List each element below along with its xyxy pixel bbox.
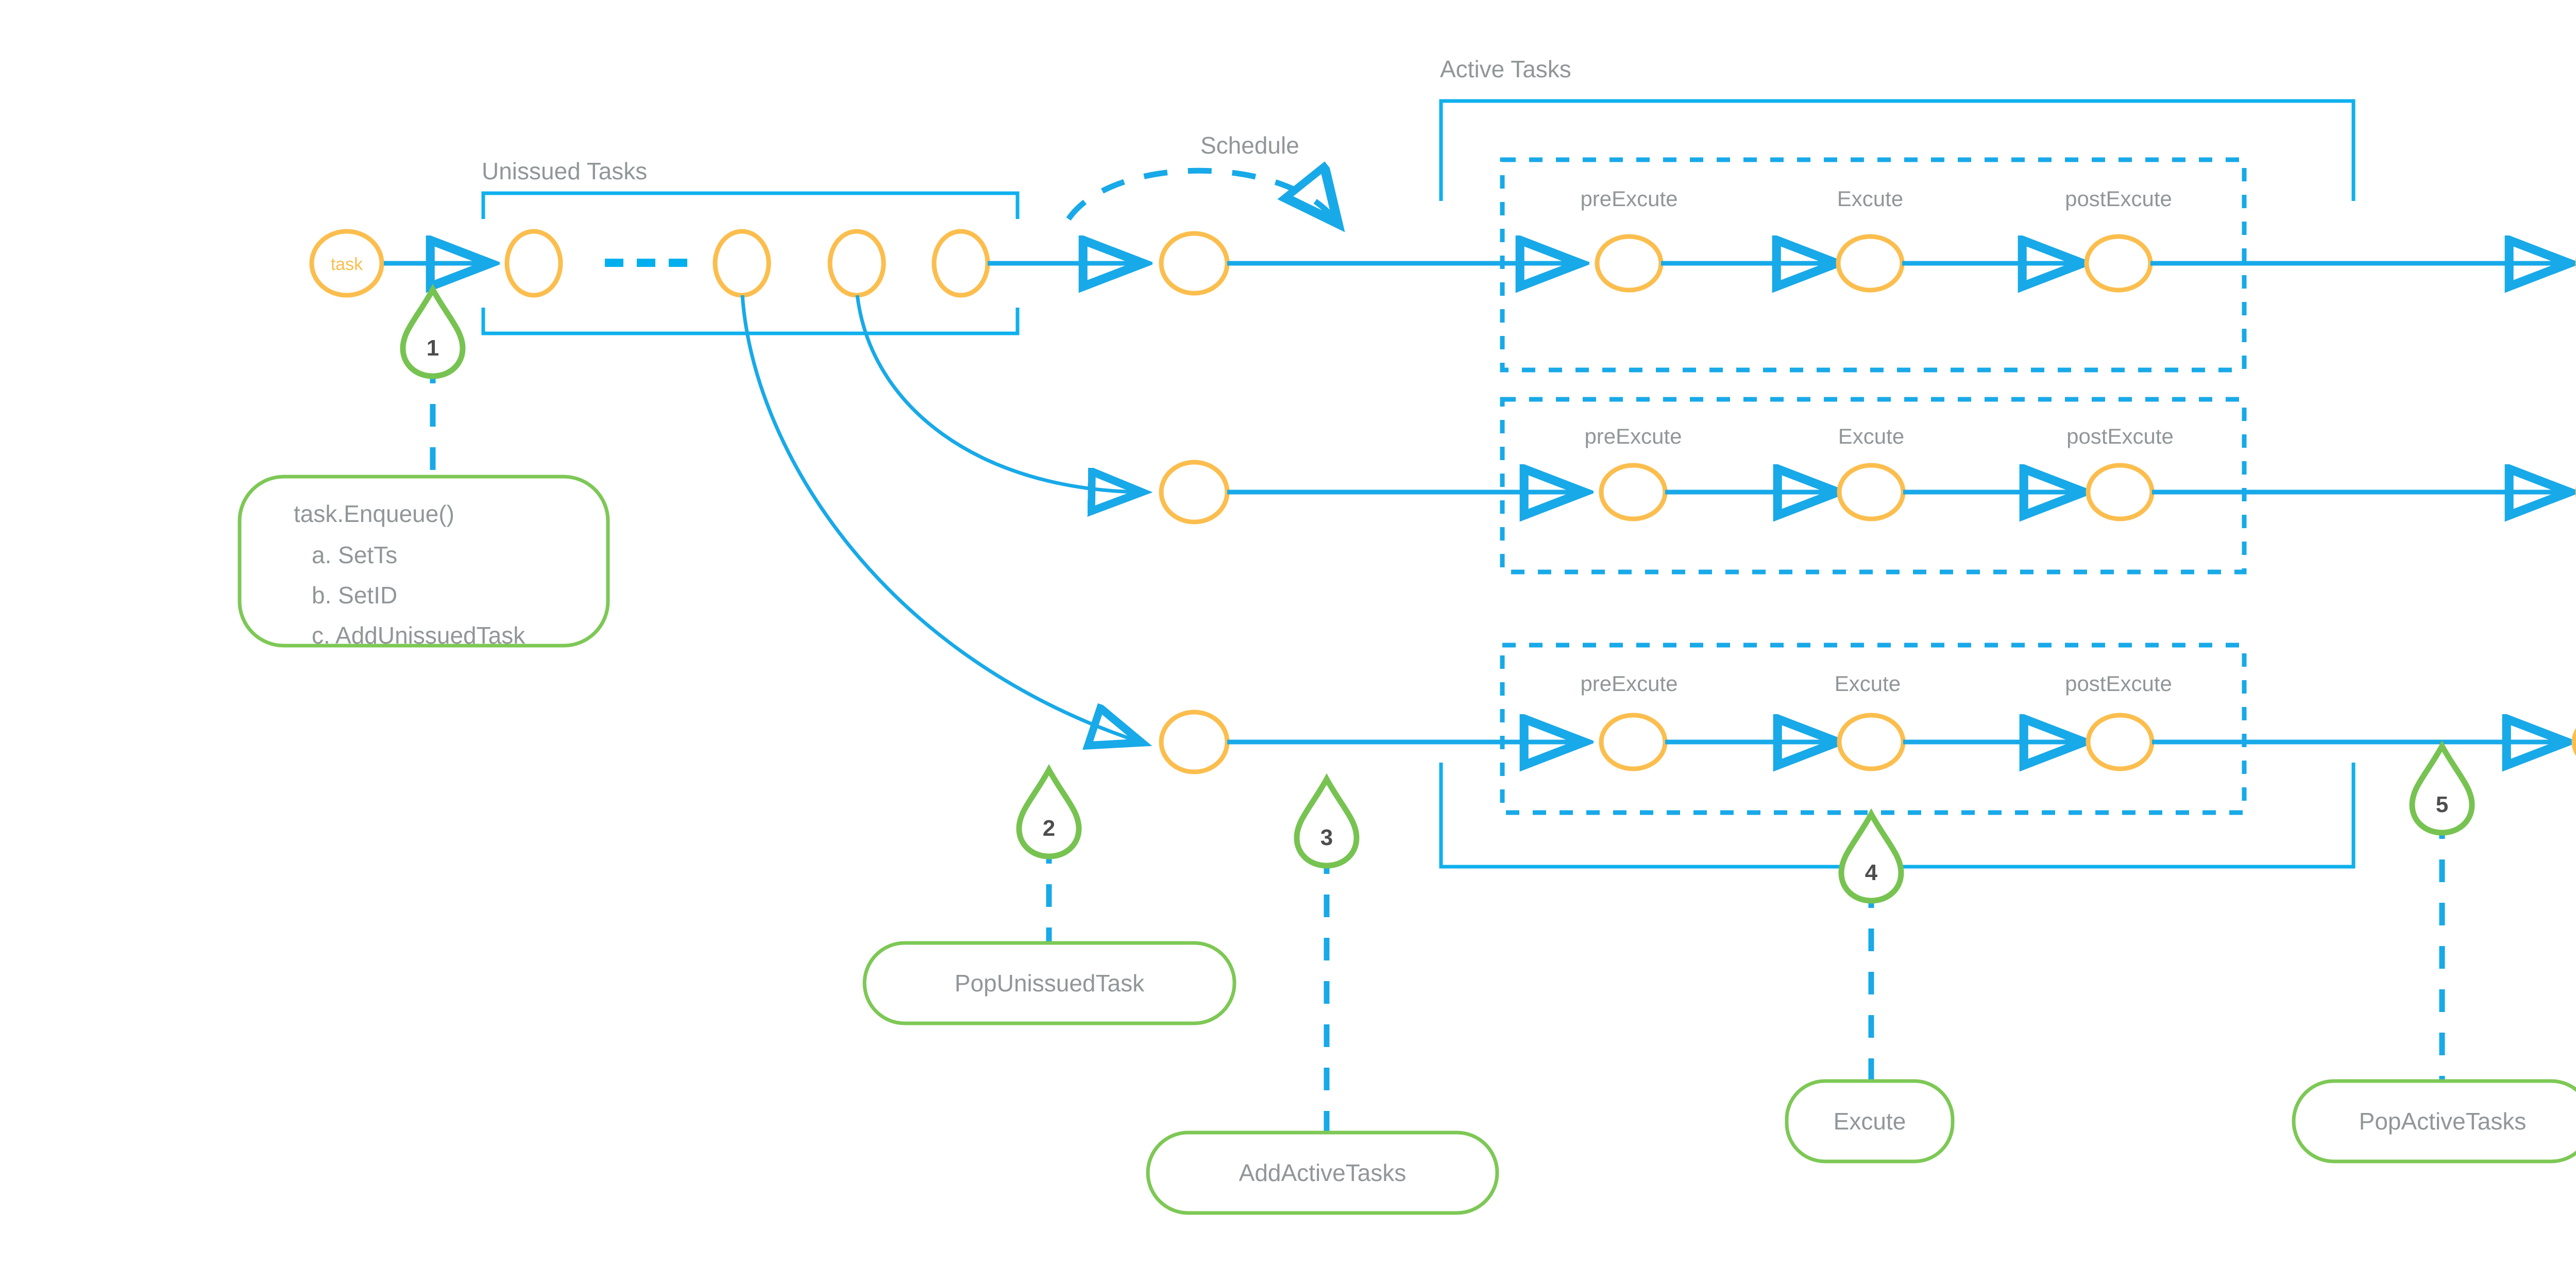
edge-queue3-to-row2-start (855, 295, 1140, 492)
unissued-queue (504, 229, 990, 298)
edge-queue2-to-row3-start (740, 295, 1140, 742)
callout-add-active-label: AddActiveTasks (1239, 1159, 1406, 1186)
marker-2-pin-icon[interactable] (1016, 764, 1082, 859)
callout-pop-active-label: PopActiveTasks (2359, 1108, 2527, 1135)
row3-node-postexcute[interactable] (2086, 713, 2155, 771)
marker-2-group: 2 (1016, 764, 1082, 947)
callout-enqueue-step-c: c. AddUnissuedTask (312, 622, 526, 649)
callout-add-active-box (1146, 1131, 1499, 1215)
row3-exit-node[interactable] (2571, 714, 2576, 770)
marker-3-number: 3 (1320, 825, 1333, 850)
marker-5-pin-icon[interactable] (2409, 740, 2475, 836)
row2-stage-label-exec: Excute (1838, 424, 1904, 448)
unissued-bracket-top (481, 191, 1020, 219)
marker-4-pin-icon[interactable] (1838, 808, 1904, 904)
row2-dashed-boundary (1500, 397, 2247, 575)
marker-5-number: 5 (2436, 792, 2448, 817)
callout-enqueue-step-b: b. SetID (312, 582, 397, 609)
callout-enqueue-title: task.Enqueue() (294, 500, 454, 527)
callout-add-active[interactable]: AddActiveTasks (1146, 1131, 1499, 1215)
marker-1-group: 1 (400, 283, 466, 479)
callout-excute-label: Excute (1834, 1108, 1906, 1135)
row3-node-excute[interactable] (1837, 713, 1906, 771)
marker-4-number: 4 (1865, 860, 1878, 885)
active-tasks-section-label: Active Tasks (1440, 56, 1571, 82)
marker-2-number: 2 (1043, 816, 1055, 841)
queue-node-3[interactable] (827, 229, 886, 298)
row3-node-preexcute[interactable] (1599, 713, 1668, 771)
row3-stage-label-post: postExcute (2065, 671, 2172, 696)
active-bracket-top (1439, 99, 2355, 201)
row1-stage-label-exec: Excute (1837, 187, 1903, 211)
row2-stage-label-pre: preExcute (1584, 424, 1682, 448)
marker-3-group: 3 (1294, 773, 1360, 1136)
row1-node-postexcute[interactable] (2084, 234, 2153, 293)
marker-3-pin-icon[interactable] (1294, 773, 1360, 869)
queue-node-4[interactable] (931, 229, 990, 298)
pipeline-row-2: preExcute Excute postExcute (1227, 397, 2576, 575)
marker-1-pin-icon[interactable] (400, 283, 466, 379)
task-node-shape (309, 229, 384, 298)
row3-stage-label-exec: Excute (1835, 671, 1901, 696)
task-node-label: task (331, 255, 363, 274)
callout-excute-box (1785, 1079, 1955, 1163)
marker-1-number: 1 (427, 335, 439, 361)
row1-stage-label-post: postExcute (2065, 187, 2172, 211)
row1-entry-node[interactable] (1159, 231, 1230, 296)
row2-stage-label-post: postExcute (2066, 424, 2174, 448)
row1-node-excute[interactable] (1836, 234, 1905, 293)
row1-stage-label-pre: preExcute (1580, 187, 1677, 211)
row1-node-preexcute[interactable] (1595, 234, 1664, 293)
schedule-label: Schedule (1200, 132, 1299, 159)
callout-pop-unissued-label: PopUnissuedTask (955, 970, 1145, 997)
pipeline-row-1: preExcute Excute postExcute (1227, 157, 2576, 373)
callout-enqueue-step-a: a. SetTs (312, 542, 397, 568)
unissued-tasks-section-label: Unissued Tasks (482, 158, 647, 184)
source-task-node[interactable]: task (309, 229, 384, 298)
row2-node-preexcute[interactable] (1599, 463, 1668, 521)
callout-excute[interactable]: Excute (1785, 1079, 1955, 1163)
callout-pop-active-box (2292, 1079, 2576, 1163)
queue-node-2[interactable] (713, 229, 771, 298)
callout-pop-active[interactable]: PopActiveTasks (2292, 1079, 2576, 1163)
row2-node-postexcute[interactable] (2086, 463, 2155, 521)
row3-entry-node[interactable] (1159, 710, 1230, 774)
marker-4-group: 4 (1838, 808, 1904, 1085)
callout-pop-unissued[interactable]: PopUnissuedTask (862, 941, 1236, 1025)
marker-5-group: 5 (2409, 740, 2475, 1085)
pipeline-row-3: preExcute Excute postExcute (1227, 643, 2576, 815)
unissued-bracket-bottom (481, 308, 1020, 335)
row2-entry-node[interactable] (1159, 460, 1230, 525)
queue-node-1[interactable] (504, 229, 563, 298)
callout-enqueue-box (238, 475, 610, 648)
row2-node-excute[interactable] (1837, 463, 1906, 521)
schedule-dashed-arrow (1066, 171, 1334, 219)
row3-stage-label-pre: preExcute (1580, 671, 1677, 696)
callout-pop-unissued-box (862, 941, 1236, 1025)
callout-enqueue[interactable]: task.Enqueue() a. SetTs b. SetID c. AddU… (238, 475, 610, 649)
queue-ellipsis-icon (605, 259, 687, 267)
